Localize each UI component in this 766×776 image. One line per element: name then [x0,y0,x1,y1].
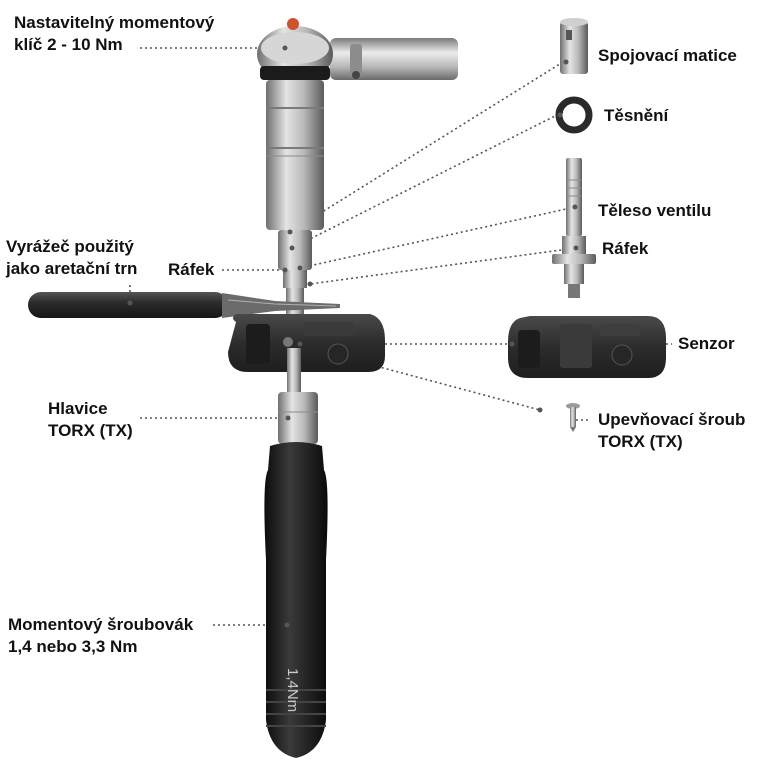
sensor-part [508,316,666,378]
label-cap-nut: Spojovací matice [598,45,737,67]
torque-screwdriver: 1,4Nm [264,348,328,758]
leader-dots [127,45,579,628]
label-screwdriver-line1: Momentový šroubovák [8,615,194,634]
label-sensor: Senzor [678,333,735,355]
label-torx-bit-line1: Hlavice [48,399,108,418]
handle-marking: 1,4Nm [284,668,301,712]
label-notch-right-text: Ráfek [602,239,649,258]
label-screw: Upevňovací šroub TORX (TX) [598,409,745,453]
label-torque-wrench: Nastavitelný momentový klíč 2 - 10 Nm [14,12,214,56]
label-punch: Vyrážeč použitý jako aretační trn [6,236,137,280]
leader-screw [289,342,541,411]
label-valve-body: Těleso ventilu [598,200,711,222]
leader-valve-body [299,206,576,269]
label-torque-wrench-line1: Nastavitelný momentový [14,13,215,32]
label-seal: Těsnění [604,105,668,127]
label-screwdriver-line2: 1,4 nebo 3,3 Nm [8,637,138,656]
label-punch-line1: Vyrážeč použitý [6,237,134,256]
leader-notch-right [309,247,577,285]
label-torque-wrench-line2: klíč 2 - 10 Nm [14,35,123,54]
label-torx-bit-line2: TORX (TX) [48,421,133,440]
label-screw-line1: Upevňovací šroub [598,410,746,429]
label-screwdriver: Momentový šroubovák 1,4 nebo 3,3 Nm [8,614,193,658]
torque-wrench [257,18,458,316]
valve-body-part [552,158,596,298]
cap-nut-part [560,18,588,74]
leader-cap-nut [289,61,564,233]
punch-pin [28,292,340,318]
label-sensor-text: Senzor [678,334,735,353]
leader-seal [291,111,564,249]
release-button-icon [287,18,299,30]
label-seal-text: Těsnění [604,106,669,125]
label-torx-bit: Hlavice TORX (TX) [48,398,133,442]
label-notch-left-text: Ráfek [168,260,215,279]
label-notch-right: Ráfek [602,238,648,260]
fastening-screw [566,403,580,432]
sensor-assembled [228,314,385,372]
label-valve-body-text: Těleso ventilu [598,201,712,220]
seal-ring [555,96,593,134]
label-cap-nut-text: Spojovací matice [598,46,737,65]
label-screw-line2: TORX (TX) [598,432,683,451]
label-punch-line2: jako aretační trn [6,259,138,278]
label-notch-left: Ráfek [168,259,214,281]
